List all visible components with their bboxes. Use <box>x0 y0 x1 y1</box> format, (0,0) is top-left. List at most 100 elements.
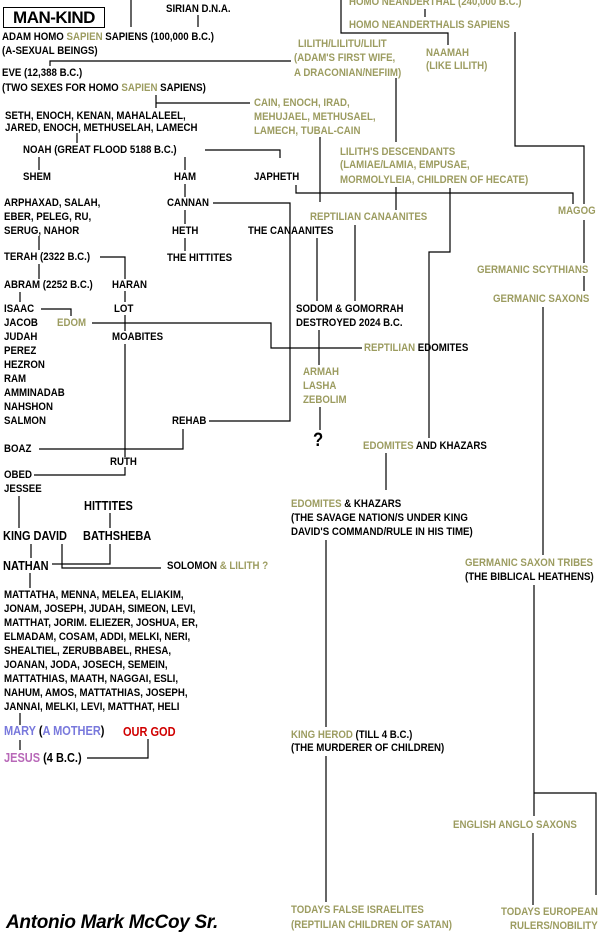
node-heth: HETH <box>172 224 198 238</box>
node-text: HAM <box>174 171 197 183</box>
node-boaz: BOAZ <box>4 442 31 456</box>
node-text: RAM <box>4 373 27 385</box>
node-text: NAAMAH <box>426 47 470 59</box>
node-perez: PEREZ <box>4 344 36 358</box>
node-text: JESSEE <box>4 483 42 495</box>
node-ek2: (THE SAVAGE NATION/S UNDER KING <box>291 511 468 525</box>
node-text: BATHSHEBA <box>83 529 152 543</box>
node-cain1: CAIN, ENOCH, IRAD, <box>254 96 350 110</box>
node-seth: SETH, ENOCH, KENAN, MAHALALEEL, <box>5 109 186 123</box>
node-text: NATHAN <box>3 559 49 573</box>
node-text: NOAH (GREAT FLOOD 5188 B.C.) <box>23 144 177 156</box>
node-text: (LIKE LILITH) <box>426 60 488 72</box>
node-canaanites: THE CANAANITES <box>248 224 334 238</box>
node-scythians: GERMANIC SCYTHIANS <box>477 263 588 277</box>
node-tribes2: (THE BIBLICAL HEATHENS) <box>465 570 594 584</box>
node-text: JOANAN, JODA, JOSECH, SEMEIN, <box>4 659 168 671</box>
node-text: JONAM, JOSEPH, JUDAH, SIMEON, LEVI, <box>4 603 196 615</box>
node-false1: TODAYS FALSE ISRAELITES <box>291 903 424 917</box>
node-text: ( <box>35 724 43 738</box>
node-text: GERMANIC SAXON TRIBES <box>465 557 594 569</box>
node-text: SHEALTIEL, ZERUBBABEL, RHESA, <box>4 645 172 657</box>
node-text: SERUG, NAHOR <box>4 225 80 237</box>
node-ruth: RUTH <box>110 455 137 469</box>
node-amminadab: AMMINADAB <box>4 386 65 400</box>
node-neanderthalis: HOMO NEANDERTHALIS SAPIENS <box>349 18 510 32</box>
node-text: EDOMITES <box>415 342 469 354</box>
node-text: HEZRON <box>4 359 45 371</box>
node-text: (4 B.C.) <box>40 751 82 765</box>
node-hittites: HITTITES <box>84 499 133 513</box>
node-text: RUTH <box>110 456 137 468</box>
node-text: EBER, PELEG, RU, <box>4 211 92 223</box>
node-mary: MARY (A MOTHER) <box>4 724 104 738</box>
node-nathan: NATHAN <box>3 559 49 573</box>
node-text: EDOMITES <box>291 498 342 510</box>
node-serug: SERUG, NAHOR <box>4 224 79 238</box>
node-adam: ADAM HOMO SAPIEN SAPIENS (100,000 B.C.) <box>2 30 214 44</box>
node-reptedom: REPTILIAN EDOMITES <box>364 341 468 355</box>
node-text: JANNAI, MELKI, LEVI, MATTHAT, HELI <box>4 701 180 713</box>
node-text: ADAM HOMO <box>2 31 67 43</box>
node-arphaxad: ARPHAXAD, SALAH, <box>4 196 100 210</box>
node-text: A DRACONIAN/NEFIIM) <box>294 67 402 79</box>
node-saxons: GERMANIC SAXONS <box>493 292 589 306</box>
node-ram: RAM <box>4 372 26 386</box>
node-lasha: LASHA <box>303 379 336 393</box>
node-ourgod: OUR GOD <box>123 725 176 739</box>
node-kingdavid: KING DAVID <box>3 529 67 543</box>
node-text: PEREZ <box>4 345 37 357</box>
node-text: SOLOMON <box>167 560 218 572</box>
node-text: EDOM <box>57 317 87 329</box>
node-text: MATTATHIAS, MAATH, NAGGAI, ESLI, <box>4 673 179 685</box>
node-text: ZEBOLIM <box>303 394 347 406</box>
node-text: (ADAM'S FIRST WIFE, <box>294 52 396 64</box>
node-cain2: MEHUJAEL, METHUSAEL, <box>254 110 376 124</box>
node-text: REPTILIAN <box>364 342 416 354</box>
node-hezron: HEZRON <box>4 358 45 372</box>
node-text: LILITH'S DESCENDANTS <box>340 146 456 158</box>
node-text: ) <box>100 724 105 738</box>
node-text: MATTATHA, MENNA, MELEA, ELIAKIM, <box>4 589 184 601</box>
node-text: AND KHAZARS <box>413 440 487 452</box>
node-neanderthal: HOMO NEANDERTHAL (240,000 B.C.) <box>349 0 521 9</box>
node-text: & LILITH ? <box>217 560 269 572</box>
node-text: THE HITTITES <box>167 252 233 264</box>
node-lilith1: LILITH/LILITU/LILIT <box>298 37 387 51</box>
node-ek3: DAVID'S COMMAND/RULE IN HIS TIME) <box>291 525 473 539</box>
node-text: MAGOG <box>558 205 596 217</box>
node-list6: JOANAN, JODA, JOSECH, SEMEIN, <box>4 658 168 672</box>
node-text: SHEM <box>23 171 51 183</box>
node-text: SODOM & GOMORRAH <box>296 303 404 315</box>
node-cain3: LAMECH, TUBAL-CAIN <box>254 124 360 138</box>
node-euro1: TODAYS EUROPEAN <box>501 905 598 919</box>
node-text: HITTITES <box>84 499 133 513</box>
node-text: LOT <box>114 303 134 315</box>
node-moabites: MOABITES <box>112 330 163 344</box>
node-question: ? <box>313 431 323 451</box>
node-text: NAHUM, AMOS, MATTATHIAS, JOSEPH, <box>4 687 188 699</box>
node-lilith2: (ADAM'S FIRST WIFE, <box>294 51 395 65</box>
node-list3: MATTHAT, JORIM. ELIEZER, JOSHUA, ER, <box>4 616 198 630</box>
node-text: ? <box>313 430 324 451</box>
node-false2: (REPTILIAN CHILDREN OF SATAN) <box>291 918 452 932</box>
node-list9: JANNAI, MELKI, LEVI, MATTHAT, HELI <box>4 700 180 714</box>
node-lilith3: A DRACONIAN/NEFIIM) <box>294 66 401 80</box>
author-signature: Antonio Mark McCoy Sr. <box>6 912 218 933</box>
node-desc1: LILITH'S DESCENDANTS <box>340 145 455 159</box>
node-jared: JARED, ENOCH, METHUSELAH, LAMECH <box>5 121 198 135</box>
node-text: THE CANAANITES <box>248 225 334 237</box>
node-text: (TWO SEXES FOR HOMO <box>2 82 122 94</box>
node-text: ENGLISH ANGLO SAXONS <box>453 819 577 831</box>
node-euro2: RULERS/NOBILITY <box>510 919 598 933</box>
node-jessee: JESSEE <box>4 482 42 496</box>
node-tribes1: GERMANIC SAXON TRIBES <box>465 556 593 570</box>
node-lot: LOT <box>114 302 133 316</box>
node-isaac: ISAAC <box>4 302 34 316</box>
node-text: SAPIENS) <box>157 82 206 94</box>
node-text: A MOTHER <box>42 724 101 738</box>
node-text: ABRAM (2252 B.C.) <box>4 279 93 291</box>
node-text: (TILL 4 B.C.) <box>352 729 413 741</box>
node-text: MOABITES <box>112 331 164 343</box>
node-ham: HAM <box>174 170 196 184</box>
